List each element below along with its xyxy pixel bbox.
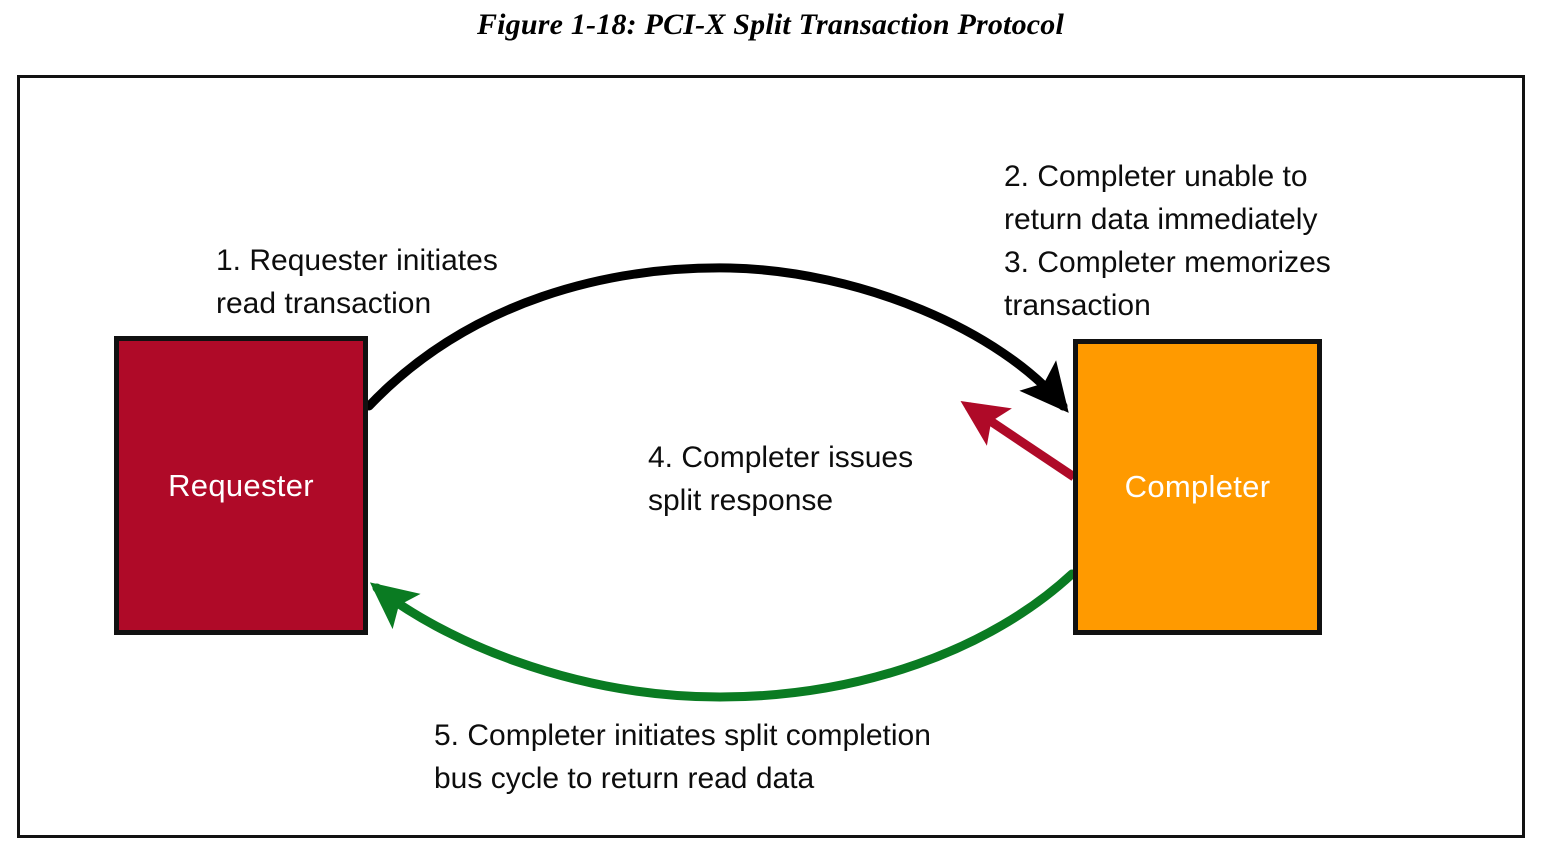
node-completer[interactable]: Completer — [1073, 339, 1322, 635]
figure-caption: Figure 1-18: PCI-X Split Transaction Pro… — [476, 8, 1065, 41]
step-2-and-3-label: 2. Completer unable to return data immed… — [1004, 160, 1331, 322]
node-requester-label: Requester — [168, 467, 314, 503]
node-requester[interactable]: Requester — [114, 336, 368, 635]
step-1-label: 1. Requester initiates read transaction — [216, 244, 498, 320]
step-5-label: 5. Completer initiates split completion … — [434, 719, 931, 795]
step-4-label: 4. Completer issues split response — [648, 441, 914, 517]
node-completer-label: Completer — [1124, 469, 1271, 504]
